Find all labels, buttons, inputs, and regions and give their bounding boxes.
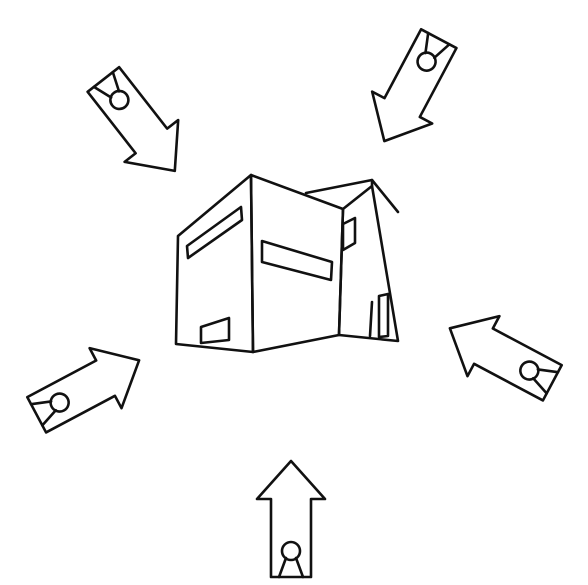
window-left-bottom	[199, 316, 231, 345]
building-annex-face	[337, 184, 400, 343]
door-annex	[377, 292, 390, 339]
window-front	[260, 239, 334, 282]
window-annex	[341, 216, 357, 252]
window-left-top	[185, 205, 244, 260]
annex-edge	[368, 300, 374, 338]
building-icon	[174, 173, 400, 354]
